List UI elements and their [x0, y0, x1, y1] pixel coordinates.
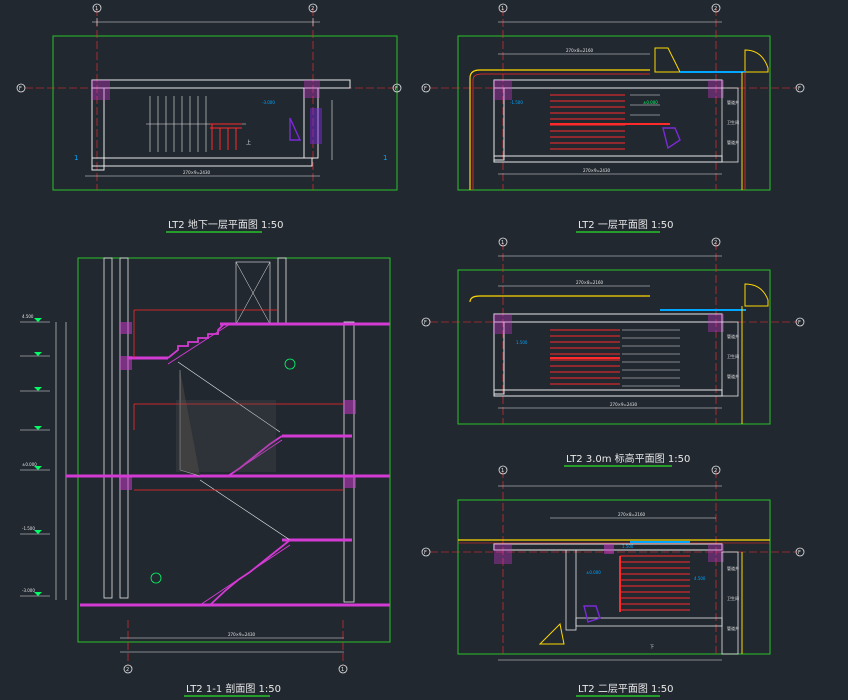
- second-room-label-3: 管道井: [727, 625, 739, 631]
- basement-plan: 270×9=2430 -3.000 上 1 2 F F 1 1: [16, 3, 402, 191]
- title-mezz: LT2 3.0m 标高平面图 1:50: [566, 452, 690, 465]
- first-axis-1: 1: [501, 6, 504, 12]
- first-dim-bottom: 270×9=2430: [583, 168, 611, 173]
- mezz-axis-f-left: F: [424, 320, 427, 326]
- second-floor-plan: 270×8=2160 ±0.000 4.500 1.500 管道井 卫生间 管道…: [421, 465, 805, 661]
- basement-section-mark-right: 1: [383, 154, 387, 162]
- section-axis-1: 1: [341, 667, 344, 673]
- first-axis-2: 2: [714, 6, 717, 12]
- mezz-dim-bottom: 270×9=2430: [610, 402, 638, 407]
- basement-axis-1: 1: [95, 6, 98, 12]
- mezz-room-label-2: 卫生间: [727, 353, 739, 359]
- second-axis-f-left: F: [424, 550, 427, 556]
- first-room-label-1: 管道井: [727, 99, 739, 105]
- section-elev-bottom: -3.000: [22, 588, 35, 593]
- first-dim-top: 270×8=2160: [566, 48, 594, 53]
- first-elevation-left: -1.500: [510, 100, 523, 105]
- basement-axis-2: 2: [311, 6, 314, 12]
- title-first: LT2 一层平面图 1:50: [578, 219, 673, 231]
- second-window-label: 1.500: [622, 544, 634, 549]
- basement-axis-f-left: F: [19, 86, 22, 92]
- section-1-1: 270×9=2430 2 1 4.500 ±0.000 -1.500 -3.00…: [20, 257, 391, 674]
- first-axis-f-right: F: [798, 86, 801, 92]
- section-axis-2: 2: [126, 667, 129, 673]
- second-room-label-1: 管道井: [727, 565, 739, 571]
- mezz-dim-top: 270×8=2160: [576, 280, 604, 285]
- mezz-elevation: 1.500: [516, 340, 528, 345]
- first-floor-plan: 270×8=2160 270×9=2430 -1.5: [421, 3, 805, 191]
- second-axis-f-right: F: [798, 550, 801, 556]
- title-basement: LT2 地下一层平面图 1:50: [168, 218, 283, 231]
- basement-stair-dim: 270×9=2430: [183, 170, 211, 175]
- mezz-room-label-1: 管道井: [727, 333, 739, 339]
- first-room-label-2: 卫生间: [727, 119, 739, 125]
- first-elevation-right: ±0.000: [643, 100, 658, 105]
- second-elevation-right: 4.500: [694, 576, 706, 581]
- mezz-axis-2: 2: [714, 240, 717, 246]
- basement-axis-f-right: F: [395, 86, 398, 92]
- section-dim-bottom: 270×9=2430: [228, 632, 256, 637]
- mezzanine-plan: 270×8=2160 270×9=2430 1.500 管道井 卫生间: [421, 237, 805, 425]
- second-elevation-left: ±0.000: [586, 570, 601, 575]
- first-room-label-3: 管道井: [727, 139, 739, 145]
- mezz-room-label-3: 管道井: [727, 373, 739, 379]
- second-axis-1: 1: [501, 468, 504, 474]
- mezz-axis-1: 1: [501, 240, 504, 246]
- basement-up-label: 上: [246, 139, 251, 146]
- section-elev-mid: ±0.000: [22, 462, 37, 467]
- second-axis-2: 2: [714, 468, 717, 474]
- section-elev-neg: -1.500: [22, 526, 35, 531]
- second-down-label: 下: [650, 644, 654, 649]
- first-axis-f-left: F: [424, 86, 427, 92]
- title-second: LT2 二层平面图 1:50: [578, 683, 673, 695]
- basement-section-mark-left: 1: [74, 154, 78, 162]
- second-room-label-2: 卫生间: [727, 595, 739, 601]
- mezz-axis-f-right: F: [798, 320, 801, 326]
- section-elev-top: 4.500: [22, 314, 34, 319]
- basement-elevation: -3.000: [262, 100, 275, 105]
- second-dim-top: 270×8=2160: [618, 512, 646, 517]
- title-section: LT2 1-1 剖面图 1:50: [186, 682, 281, 695]
